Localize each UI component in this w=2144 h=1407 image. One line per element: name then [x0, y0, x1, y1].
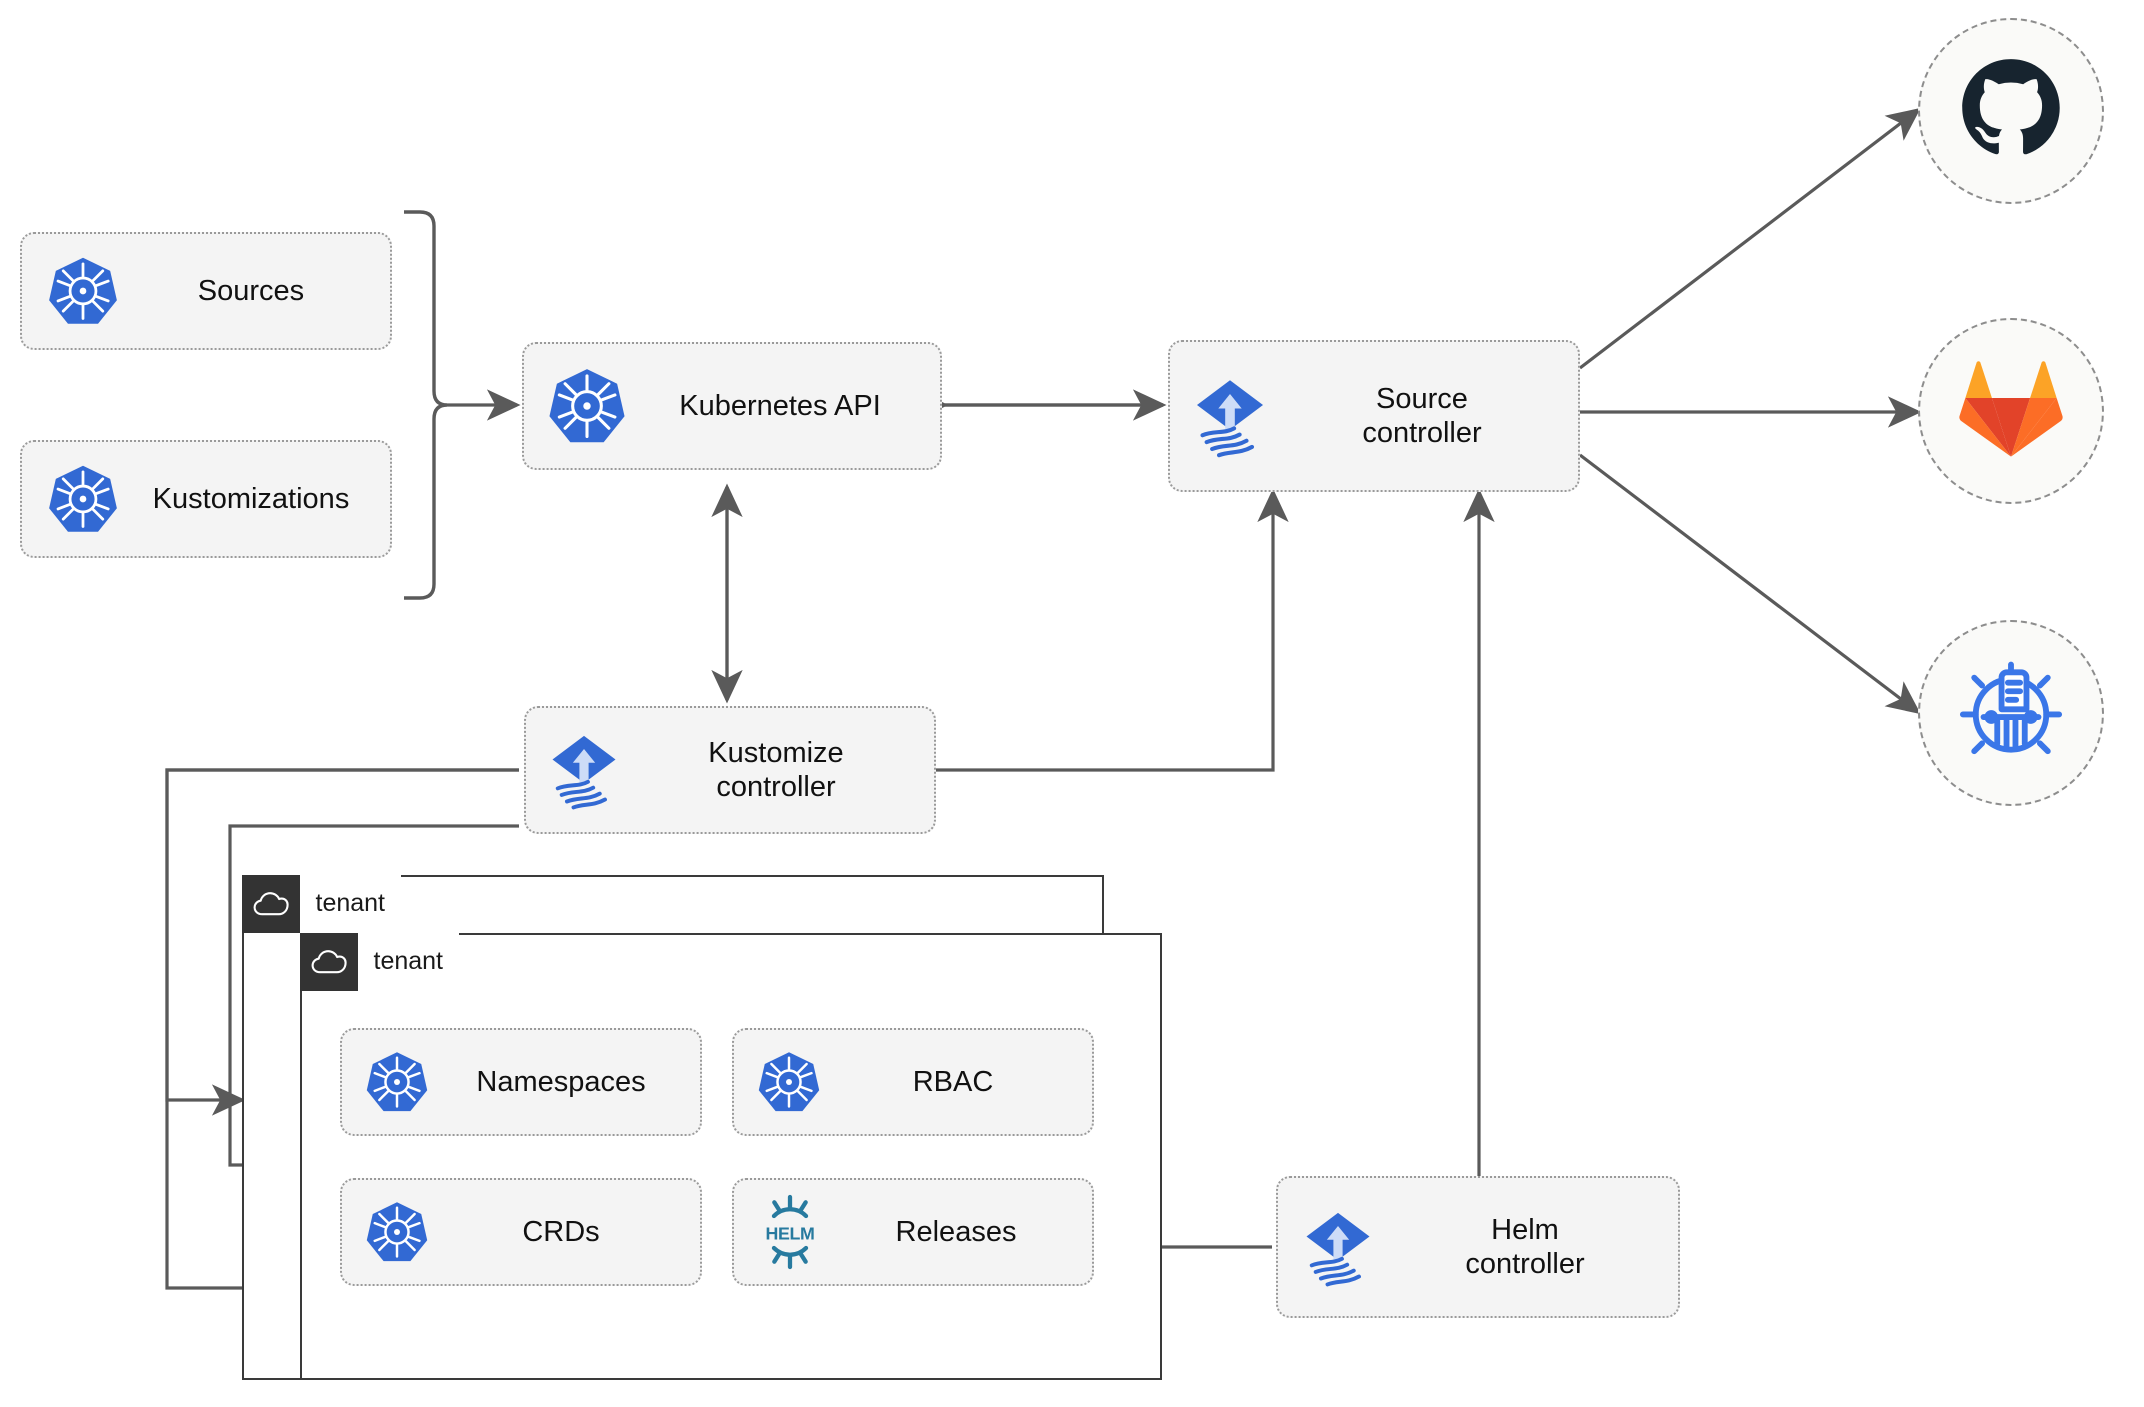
helm-icon: HELM	[734, 1194, 828, 1270]
flux-icon	[526, 728, 626, 812]
cloud-icon	[299, 932, 358, 991]
node-source-controller-label: Source controller	[1362, 382, 1482, 449]
node-sources[interactable]: Sources	[20, 232, 392, 350]
node-kustomizations-label: Kustomizations	[152, 482, 350, 515]
node-crds-label: CRDs	[522, 1215, 600, 1248]
github-icon	[1959, 57, 2063, 166]
svg-text:HELM: HELM	[766, 1224, 815, 1244]
node-namespaces-label: Namespaces	[476, 1065, 646, 1098]
node-rbac-label: RBAC	[912, 1065, 994, 1098]
endpoint-github[interactable]	[1918, 18, 2104, 204]
node-kustomizations[interactable]: Kustomizations	[20, 440, 392, 558]
endpoint-helm-repository[interactable]	[1918, 620, 2104, 806]
tenant-outer-label: tenant	[315, 889, 386, 917]
cloud-icon	[241, 874, 300, 933]
kubernetes-icon	[524, 365, 628, 447]
kubernetes-icon	[22, 462, 120, 536]
flux-icon	[1278, 1205, 1380, 1289]
node-kustomize-controller-label: Kustomize controller	[708, 736, 844, 803]
node-crds[interactable]: CRDs	[340, 1178, 702, 1286]
node-helm-controller-label: Helm controller	[1465, 1213, 1585, 1280]
tenant-inner-label: tenant	[373, 947, 444, 975]
gitlab-icon	[1959, 357, 2063, 466]
tenant-container-inner: tenant	[299, 932, 1162, 1380]
node-kubernetes-api-label: Kubernetes API	[679, 389, 881, 422]
group-bracket	[404, 210, 448, 600]
kubernetes-icon	[342, 1049, 430, 1115]
node-kubernetes-api[interactable]: Kubernetes API	[522, 342, 942, 470]
flux-icon	[1170, 372, 1274, 460]
node-namespaces[interactable]: Namespaces	[340, 1028, 702, 1136]
kubernetes-icon	[734, 1049, 822, 1115]
node-releases[interactable]: HELM Releases	[732, 1178, 1094, 1286]
kubernetes-icon	[342, 1199, 430, 1265]
node-kustomize-controller[interactable]: Kustomize controller	[524, 706, 936, 834]
tenant-inner-tab: tenant	[299, 932, 460, 991]
node-helm-controller[interactable]: Helm controller	[1276, 1176, 1680, 1318]
node-sources-label: Sources	[197, 274, 305, 307]
node-rbac[interactable]: RBAC	[732, 1028, 1094, 1136]
tenant-outer-tab: tenant	[241, 874, 402, 933]
wire-source-to-helmrepo	[1579, 453, 1921, 715]
helm-repository-icon	[1956, 656, 2066, 771]
node-source-controller[interactable]: Source controller	[1168, 340, 1580, 492]
wire-kustomize-to-source	[935, 488, 1289, 772]
node-releases-label: Releases	[895, 1215, 1017, 1248]
endpoint-gitlab[interactable]	[1918, 318, 2104, 504]
kubernetes-icon	[22, 254, 120, 328]
wire-source-to-github	[1579, 107, 1921, 370]
